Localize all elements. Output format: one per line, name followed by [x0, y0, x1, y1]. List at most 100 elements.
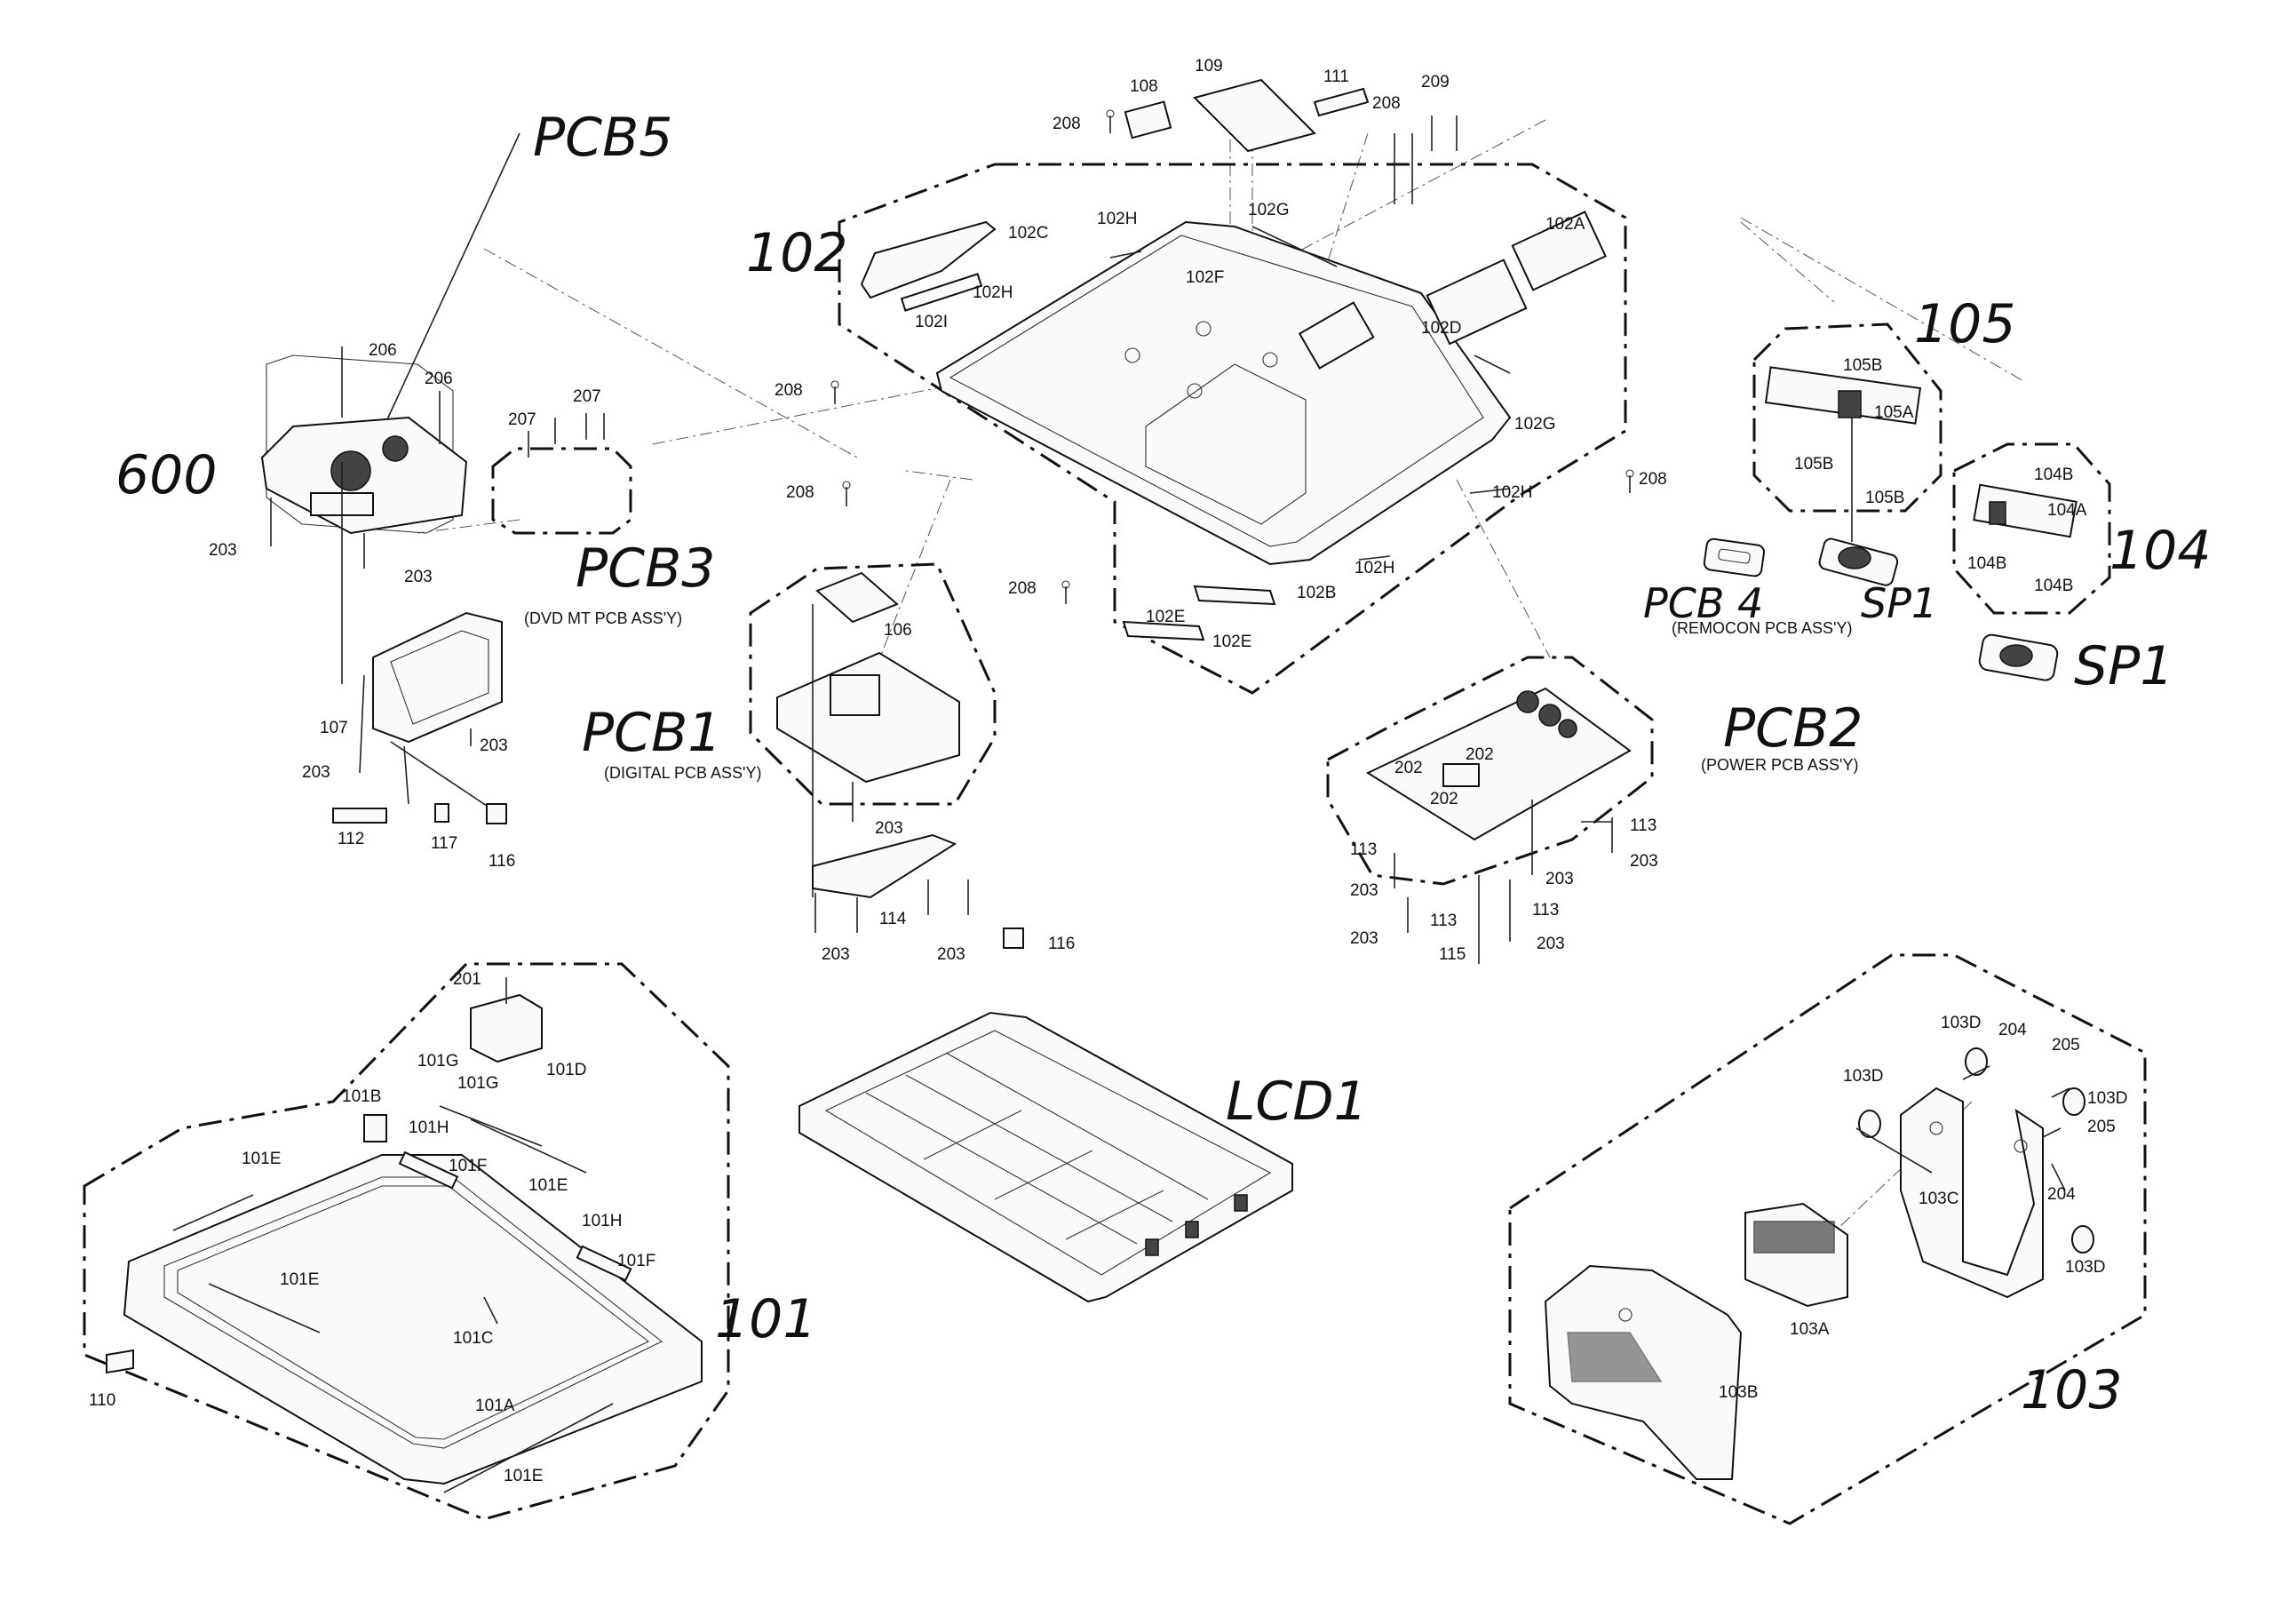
label-103: 103 — [2021, 1359, 2123, 1421]
speaker-sp1-a — [1818, 537, 1899, 586]
part-label: 102F — [1186, 268, 1224, 287]
part-label: 113 — [1430, 911, 1457, 930]
part-label: 105B — [1843, 356, 1882, 375]
part-label: 101E — [242, 1150, 281, 1168]
part-label: 104A — [2047, 501, 2087, 520]
label-pcb5: PCB5 — [533, 107, 672, 169]
part-label: 102G — [1514, 415, 1555, 434]
top-cover-102c — [860, 220, 997, 299]
part-label: 102H — [973, 283, 1013, 302]
part-label: 206 — [369, 341, 397, 360]
front-bezel-101a — [123, 1154, 703, 1485]
part-label: 116 — [489, 852, 515, 871]
group-102-boundary — [838, 163, 1627, 695]
part-label: 203 — [1537, 935, 1565, 953]
part-111 — [1313, 87, 1370, 117]
part-label: 205 — [2087, 1118, 2116, 1136]
part-label: 104B — [2034, 466, 2073, 484]
part-108 — [1124, 100, 1172, 139]
part-label: 108 — [1130, 77, 1158, 96]
part-label: 203 — [1545, 870, 1574, 888]
part-label: 103B — [1719, 1383, 1758, 1402]
part-label: 115 — [1439, 945, 1466, 964]
label-pcb2: PCB2 — [1723, 697, 1863, 760]
part-label: 209 — [1421, 73, 1450, 92]
part-label: 101C — [453, 1329, 493, 1348]
lcd1-body — [798, 1011, 1293, 1303]
dvd-mechanism-600 — [260, 132, 520, 569]
caption-power-pcb: (POWER PCB ASS'Y) — [1701, 756, 1858, 774]
terminal-block-102a — [1511, 211, 1607, 291]
part-label: 207 — [573, 387, 601, 406]
part-label: 102I — [915, 313, 948, 331]
part-label: 106 — [884, 621, 912, 640]
part-109 — [1193, 78, 1316, 153]
part-label: 202 — [1394, 759, 1423, 777]
part-label: 208 — [1053, 115, 1081, 133]
label-104: 104 — [2109, 520, 2212, 582]
part-label: 101G — [457, 1074, 498, 1093]
part-label: 102H — [1355, 559, 1394, 577]
label-lcd1: LCD1 — [1226, 1071, 1368, 1133]
part-label: 113 — [1350, 840, 1377, 859]
part-label: 105A — [1874, 403, 1914, 422]
group-101-boundary — [83, 962, 730, 1521]
part-label: 103D — [2065, 1258, 2105, 1277]
part-label: 203 — [1350, 929, 1378, 948]
part-label: 205 — [2052, 1036, 2080, 1055]
caption-dvd-mt-pcb: (DVD MT PCB ASS'Y) — [524, 609, 682, 627]
rear-cabinet-102b — [935, 220, 1512, 566]
pcb1-board — [776, 651, 960, 784]
part-label: 102G — [1248, 201, 1289, 219]
part-label: 103D — [1843, 1067, 1883, 1086]
part-label: 103C — [1919, 1190, 1958, 1208]
group-101-front-bezel — [83, 962, 730, 1521]
stand-neck-103a — [1744, 1202, 1848, 1308]
part-label: 101E — [504, 1467, 543, 1485]
label-pcb1: PCB1 — [582, 702, 721, 764]
part-label: 102H — [1097, 210, 1137, 228]
part-label: 104B — [2034, 577, 2073, 595]
part-label: 203 — [404, 568, 433, 586]
part-label: 113 — [1630, 816, 1656, 835]
part-label: 102B — [1297, 584, 1336, 602]
part-label: 203 — [209, 541, 237, 560]
part-label: 101E — [280, 1270, 319, 1289]
part-label: 105B — [1794, 455, 1833, 474]
part-label: 102C — [1008, 224, 1048, 243]
part-label: 102A — [1545, 215, 1585, 234]
part-label: 206 — [425, 370, 453, 388]
part-label: 112 — [338, 830, 364, 848]
label-pcb3: PCB3 — [576, 537, 715, 600]
part-label: 203 — [1350, 881, 1378, 900]
label-sp1-a: SP1 — [1861, 579, 1937, 627]
label-102: 102 — [746, 222, 848, 284]
part-label: 104B — [1967, 554, 2006, 573]
label-pcb4: PCB 4 — [1643, 579, 1763, 627]
terminal-block-102d — [1426, 259, 1528, 346]
part-label: 208 — [1372, 94, 1401, 113]
part-label: 117 — [431, 834, 457, 853]
part-label: 113 — [1532, 901, 1559, 919]
part-label: 208 — [786, 483, 814, 502]
part-label: 110 — [89, 1391, 115, 1410]
part-label: 103D — [2087, 1089, 2127, 1108]
part-label: 208 — [1639, 470, 1667, 489]
part-label: 101F — [617, 1252, 655, 1270]
group-104-boundary — [1952, 442, 2111, 615]
part-label: 101H — [409, 1118, 449, 1137]
part-label: 204 — [1998, 1021, 2027, 1039]
speaker-sp1-b — [1978, 633, 2059, 681]
group-pcb1 — [749, 562, 1024, 949]
group-105-boundary — [1752, 322, 1942, 513]
part-label: 201 — [453, 970, 481, 989]
group-102-rear-cabinet — [830, 78, 1634, 695]
group-103-boundary — [1508, 953, 2147, 1525]
part-label: 101A — [475, 1397, 515, 1415]
part-label: 203 — [480, 736, 508, 755]
remocon-pcb4 — [1703, 537, 1766, 577]
part-label: 101H — [582, 1212, 622, 1230]
part-label: 101F — [449, 1157, 487, 1175]
part-label: 105B — [1865, 489, 1904, 507]
